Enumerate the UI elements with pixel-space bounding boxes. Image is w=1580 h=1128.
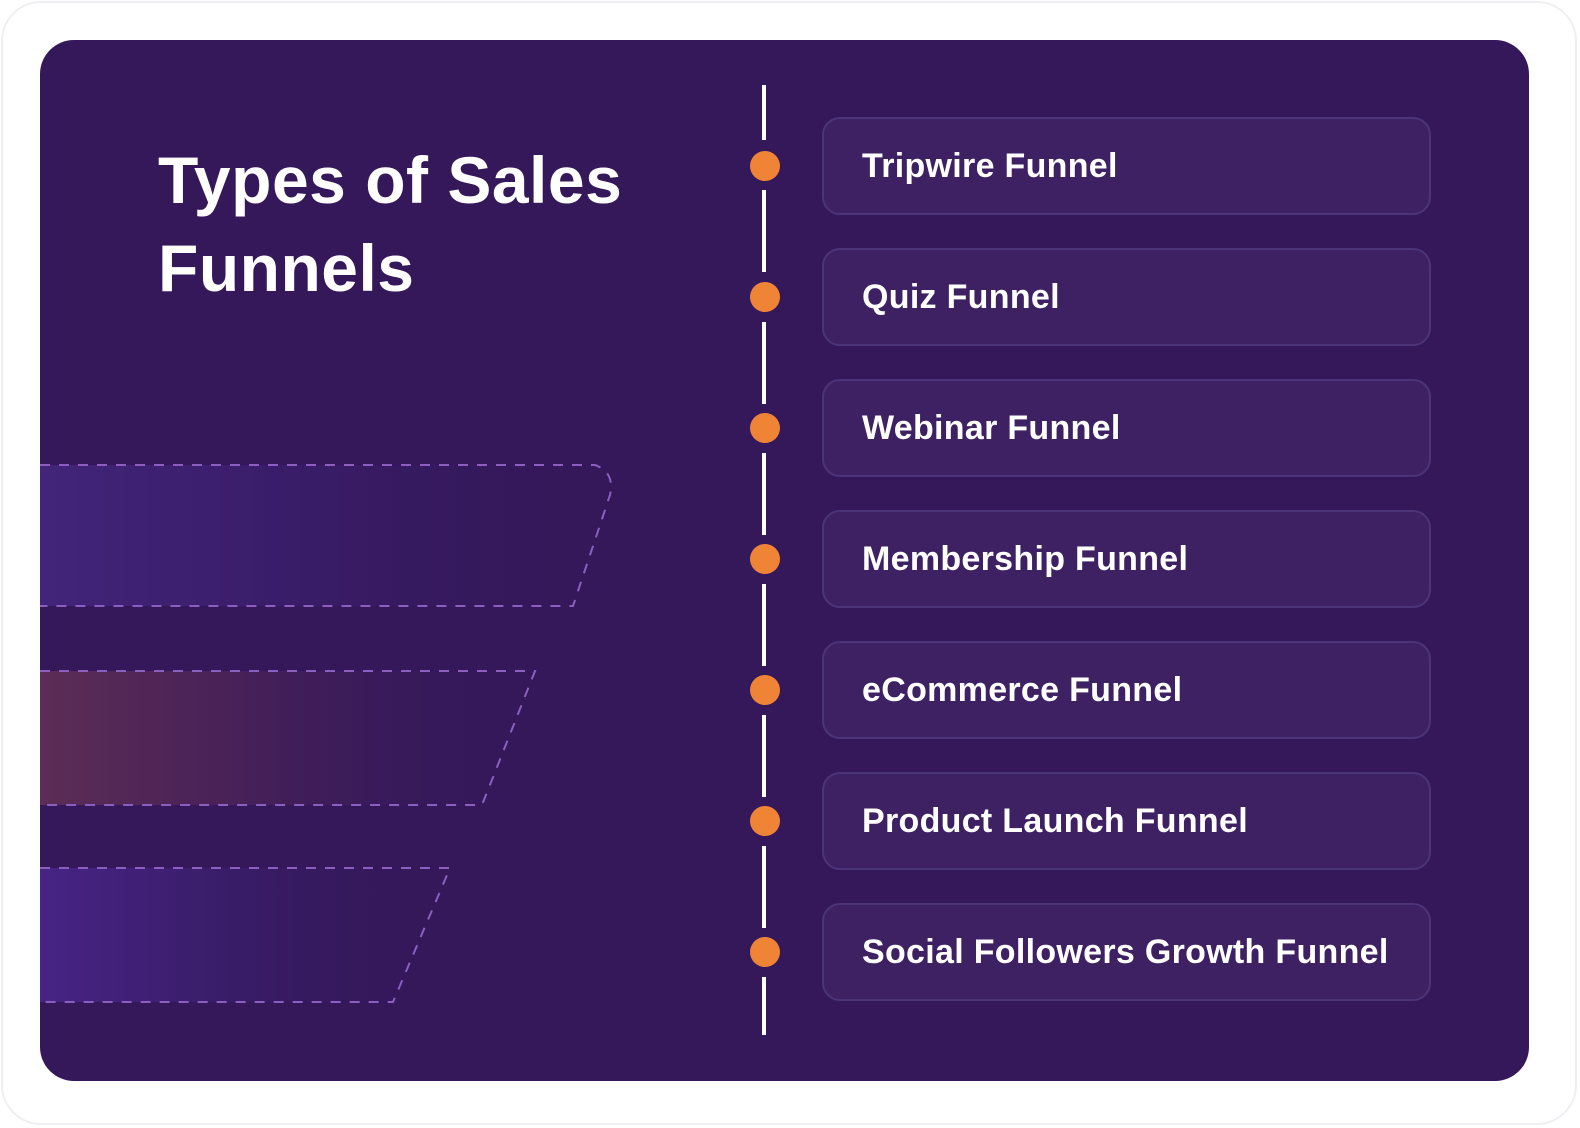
infographic-panel: Types of Sales Funnels [40,40,1529,1081]
funnel-card-ecommerce: eCommerce Funnel [822,641,1431,739]
timeline-dot-icon [750,413,780,443]
funnel-card-membership: Membership Funnel [822,510,1431,608]
page-title: Types of Sales Funnels [158,143,623,305]
funnel-card-label: Webinar Funnel [862,408,1121,447]
timeline-dot-icon [750,806,780,836]
funnel-card-product-launch: Product Launch Funnel [822,772,1431,870]
timeline-line [762,85,766,1035]
timeline-dot-icon [750,151,780,181]
timeline-dot-icon [750,675,780,705]
timeline-dot-icon [750,544,780,574]
funnel-card-label: Membership Funnel [862,539,1189,578]
funnel-card-label: eCommerce Funnel [862,670,1183,709]
funnel-illustration [40,464,612,1003]
funnel-card-label: Product Launch Funnel [862,801,1248,840]
timeline-dot-icon [750,937,780,967]
funnel-card-label: Quiz Funnel [862,277,1060,316]
funnel-card-quiz: Quiz Funnel [822,248,1431,346]
funnel-card-social-followers: Social Followers Growth Funnel [822,903,1431,1001]
funnel-card-label: Tripwire Funnel [862,146,1118,185]
funnel-shape-middle [40,670,537,806]
funnel-card-label: Social Followers Growth Funnel [862,932,1389,971]
funnel-card-webinar: Webinar Funnel [822,379,1431,477]
timeline-dot-icon [750,282,780,312]
funnel-shape-bottom [40,867,452,1003]
funnel-shape-top [40,464,612,607]
funnel-card-tripwire: Tripwire Funnel [822,117,1431,215]
